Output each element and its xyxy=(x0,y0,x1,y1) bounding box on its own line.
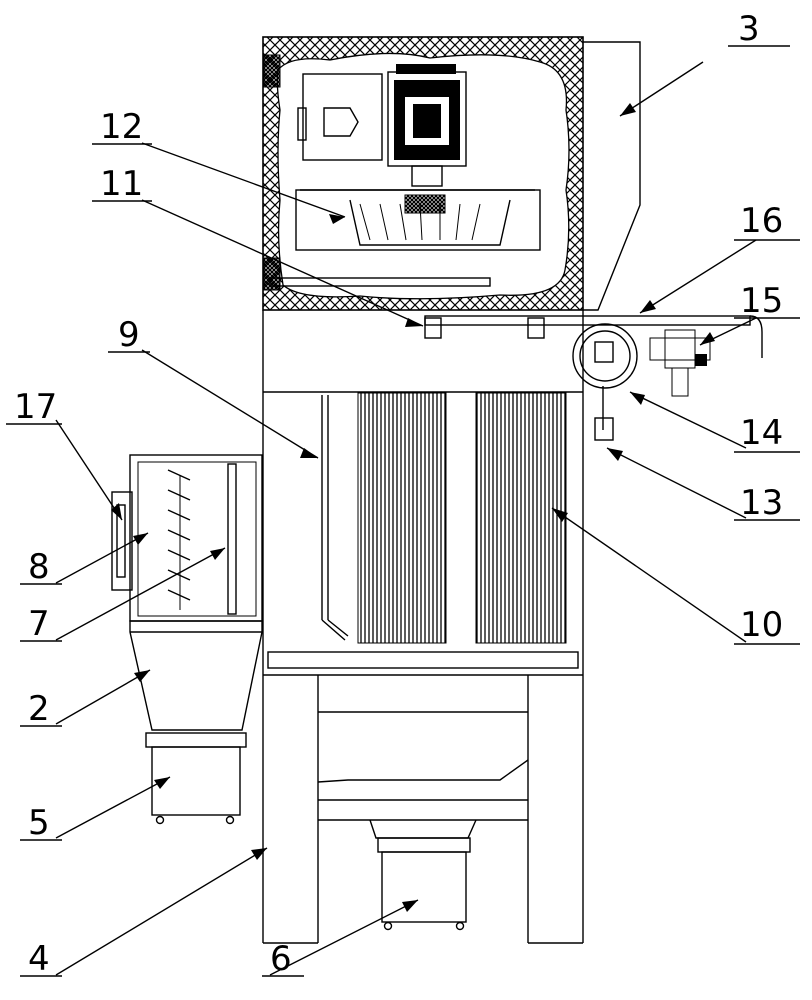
leader-arrows xyxy=(111,103,715,912)
callout-13: 13 xyxy=(740,483,783,523)
outlet-duct xyxy=(583,41,641,311)
callout-10: 10 xyxy=(740,605,783,645)
callout-15: 15 xyxy=(740,281,783,321)
callout-6: 6 xyxy=(270,939,292,979)
drain-valve xyxy=(594,417,614,441)
fan-housing xyxy=(262,36,584,311)
callout-3: 3 xyxy=(738,9,760,49)
callout-14: 14 xyxy=(740,413,783,453)
pulse-valve xyxy=(649,329,711,397)
support-frame xyxy=(263,675,583,944)
callout-16: 16 xyxy=(740,201,783,241)
leader-lines xyxy=(55,61,757,976)
callout-17: 17 xyxy=(14,387,57,427)
callout-5: 5 xyxy=(28,803,50,843)
callout-7: 7 xyxy=(28,604,50,644)
callout-9: 9 xyxy=(118,315,140,355)
callout-4: 4 xyxy=(28,939,50,979)
baffle-plate xyxy=(321,395,349,641)
air-tank xyxy=(572,323,638,430)
filter-cartridges xyxy=(357,392,567,644)
callout-2: 2 xyxy=(28,689,50,729)
callout-12: 12 xyxy=(100,107,143,147)
callout-11: 11 xyxy=(100,164,143,204)
fan-impeller xyxy=(269,189,541,287)
main-housing xyxy=(262,310,584,943)
fan-motor xyxy=(297,64,467,187)
pre-separator-cone xyxy=(129,620,263,731)
dust-bin-main xyxy=(369,819,477,931)
dust-bin-pre xyxy=(145,732,247,825)
callout-8: 8 xyxy=(28,547,50,587)
